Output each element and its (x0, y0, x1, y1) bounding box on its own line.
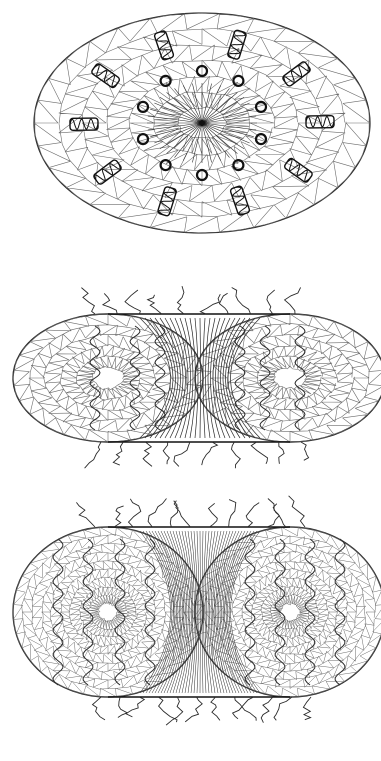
extracellular-loop (125, 290, 140, 314)
intracellular-loop (303, 697, 311, 720)
intracellular-loop (251, 442, 267, 464)
extracellular-loop (229, 500, 236, 527)
intracellular-loop (163, 442, 169, 464)
center-axis-point (199, 120, 205, 126)
intracellular-loop (118, 697, 127, 718)
intracellular-loop (85, 442, 101, 468)
extracellular-loop (219, 293, 228, 314)
extracellular-loop (177, 286, 184, 314)
extracellular-loop (129, 499, 141, 527)
extracellular-loop (232, 288, 251, 315)
side-view-panel (13, 286, 381, 468)
outer-helix (154, 30, 174, 60)
intracellular-loop (232, 442, 241, 468)
intracellular-loop (301, 442, 309, 460)
helix-coil (306, 117, 334, 127)
left-lobe-mesh (13, 314, 203, 442)
mesh-lines (13, 314, 203, 442)
dense-side-view-panel (13, 496, 381, 725)
extracellular-loop (289, 496, 305, 527)
transmembrane-helix (130, 326, 140, 430)
intracellular-loop (93, 697, 106, 720)
channel-ring-circle (161, 76, 171, 86)
intracellular-loop (202, 442, 218, 465)
outer-helix (227, 30, 247, 60)
extracellular-loop (267, 290, 275, 314)
transmembrane-helix (90, 326, 100, 430)
left-lobe-mesh (13, 527, 203, 697)
extracellular-loop (148, 295, 162, 314)
extracellular-loop (268, 499, 286, 528)
channel-ring-circle (233, 160, 243, 170)
intracellular-loop (235, 697, 257, 721)
extracellular-loop (267, 504, 279, 527)
extracellular-loop (103, 293, 117, 314)
intracellular-loop (261, 697, 273, 723)
intracellular-loop (274, 697, 292, 720)
extracellular-loop (76, 502, 95, 527)
extracellular-loop (209, 503, 218, 527)
channel-ring-circle (233, 76, 243, 86)
transmembrane-helix (155, 326, 165, 430)
intracellular-loop (166, 697, 183, 725)
intracellular-loop (211, 697, 220, 720)
intracellular-loop (174, 442, 190, 466)
extracellular-loop (246, 503, 259, 527)
mesh-lines (13, 527, 203, 697)
outer-helix (70, 118, 98, 130)
channel-ring-circle (161, 160, 171, 170)
extracellular-loop (81, 288, 95, 314)
helix-coil (70, 119, 98, 129)
intracellular-loop (126, 697, 144, 717)
intracellular-loop (279, 442, 284, 464)
extracellular-loop (148, 499, 166, 528)
extracellular-loop (200, 294, 220, 314)
axial-view-panel (34, 13, 370, 233)
intracellular-loop (143, 442, 152, 466)
extracellular-loop (114, 506, 124, 527)
extracellular-loop (285, 287, 301, 314)
intracellular-loop (185, 697, 202, 722)
outer-helix (306, 116, 334, 128)
intracellular-loop (113, 442, 123, 465)
